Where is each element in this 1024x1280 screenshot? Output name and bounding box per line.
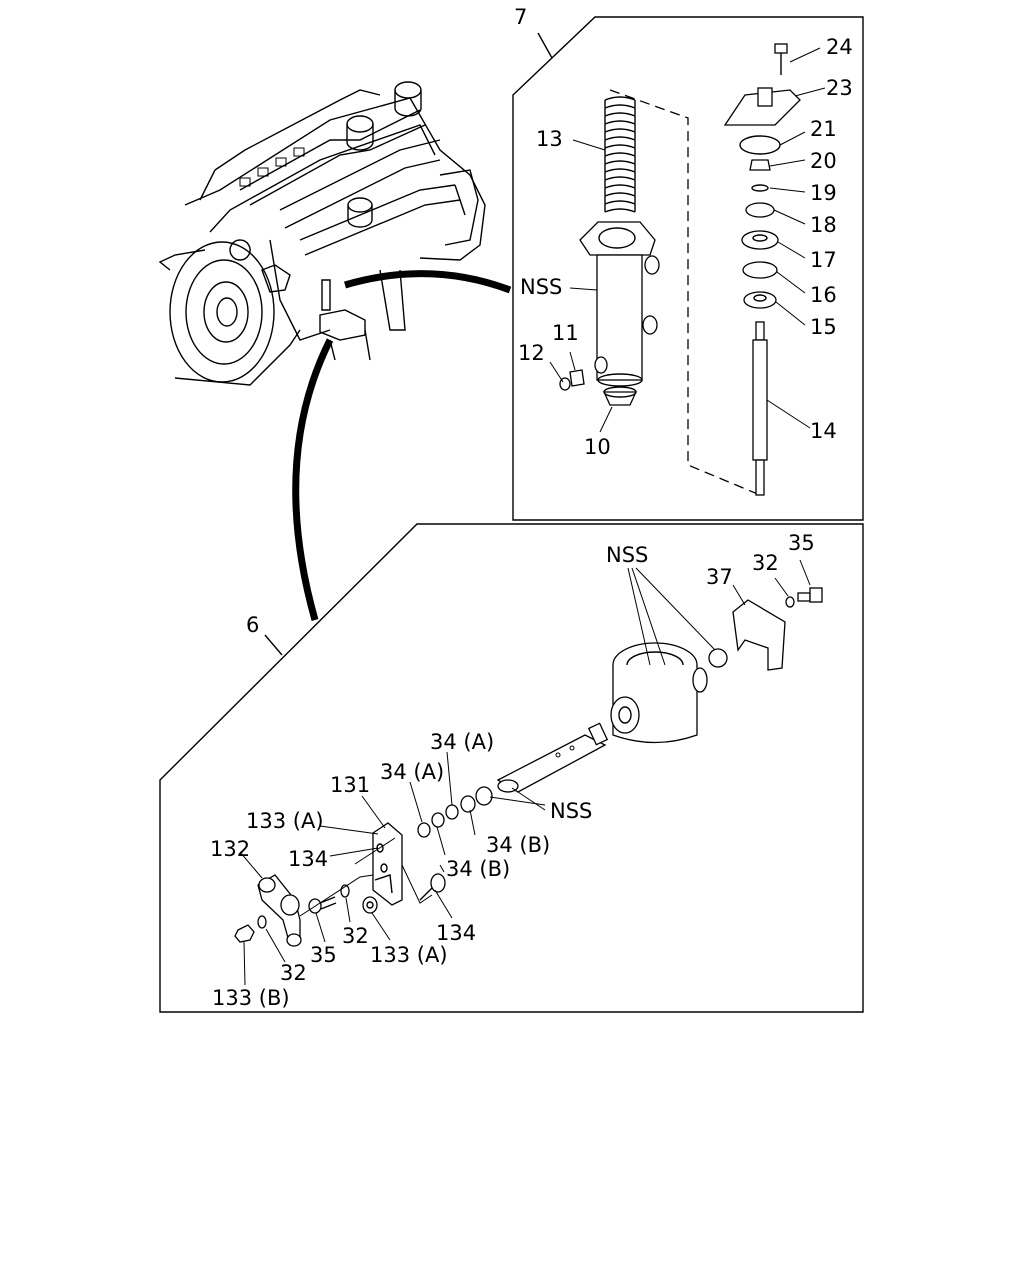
callout-35-bottom: 35 (310, 943, 337, 967)
housing-nss-lower (610, 642, 708, 744)
connector-arc-upper (344, 270, 512, 294)
bracket-131 (372, 822, 403, 906)
callout-37: 37 (706, 565, 733, 589)
bolt-35-top (797, 587, 823, 603)
seat-15 (743, 291, 777, 309)
callout-133a-1: 133 (A) (246, 809, 324, 833)
housing-nss-upper (579, 221, 660, 387)
bolt-24 (774, 43, 788, 75)
washer-32-top (785, 596, 795, 608)
callout-nss-upper: NSS (520, 275, 562, 299)
seal-34b-1 (431, 812, 445, 828)
pin-134 (419, 873, 446, 901)
nut-133a (362, 896, 378, 914)
oring-21 (739, 135, 781, 155)
callout-16: 16 (810, 283, 837, 307)
callout-13: 13 (536, 127, 563, 151)
callout-15: 15 (810, 315, 837, 339)
nut-133b (234, 924, 255, 943)
bushing-nss (708, 648, 728, 668)
callout-34a-2: 34 (A) (380, 760, 444, 784)
callout-35-top: 35 (788, 531, 815, 555)
connector-arc-lower (292, 338, 334, 621)
bushing-nss-2 (475, 786, 493, 806)
seal-34a-1 (417, 822, 431, 838)
callout-23: 23 (826, 76, 853, 100)
callout-nss-lower-top: NSS (606, 543, 648, 567)
callout-12: 12 (518, 341, 545, 365)
cover-23 (723, 87, 801, 126)
spring-13 (604, 96, 636, 213)
washer-32-bottom (257, 915, 267, 929)
callout-34a-1: 34 (A) (430, 730, 494, 754)
callout-7: 7 (514, 5, 527, 29)
callout-32-mid: 32 (342, 924, 369, 948)
callout-132: 132 (210, 837, 250, 861)
callout-14: 14 (810, 419, 837, 443)
callout-134-2: 134 (436, 921, 476, 945)
callout-24: 24 (826, 35, 853, 59)
callout-134-1: 134 (288, 847, 328, 871)
bracket-37 (732, 599, 786, 671)
callout-32-bottom: 32 (280, 961, 307, 985)
seal-10 (602, 391, 638, 406)
callout-17: 17 (810, 248, 837, 272)
callout-19: 19 (810, 181, 837, 205)
ring-18 (745, 202, 775, 218)
callout-133b: 133 (B) (212, 986, 290, 1010)
seat-17 (741, 230, 779, 250)
callout-nss-lower-mid: NSS (550, 799, 592, 823)
nut-20 (749, 159, 771, 171)
callout-20: 20 (810, 149, 837, 173)
callout-6: 6 (246, 613, 259, 637)
callout-34b-2: 34 (B) (446, 857, 510, 881)
bolt-35-lower (308, 896, 337, 914)
callout-131: 131 (330, 773, 370, 797)
callout-32-top: 32 (752, 551, 779, 575)
engine-illustration (158, 81, 486, 386)
callout-18: 18 (810, 213, 837, 237)
rod-14 (752, 321, 768, 496)
callout-21: 21 (810, 117, 837, 141)
lever-132 (257, 874, 302, 947)
seal-34b-2 (460, 795, 476, 813)
callout-34b-1: 34 (B) (486, 833, 550, 857)
shaft (496, 722, 609, 793)
frame-7: 7 (512, 5, 864, 521)
washer-19 (751, 184, 769, 192)
callout-133a-2: 133 (A) (370, 943, 448, 967)
plug-11 (569, 369, 585, 387)
callout-10: 10 (584, 435, 611, 459)
callout-11: 11 (552, 321, 579, 345)
seal-34a-2 (445, 804, 459, 820)
frame-6: 6 (159, 523, 864, 1013)
ring-16 (742, 261, 778, 279)
